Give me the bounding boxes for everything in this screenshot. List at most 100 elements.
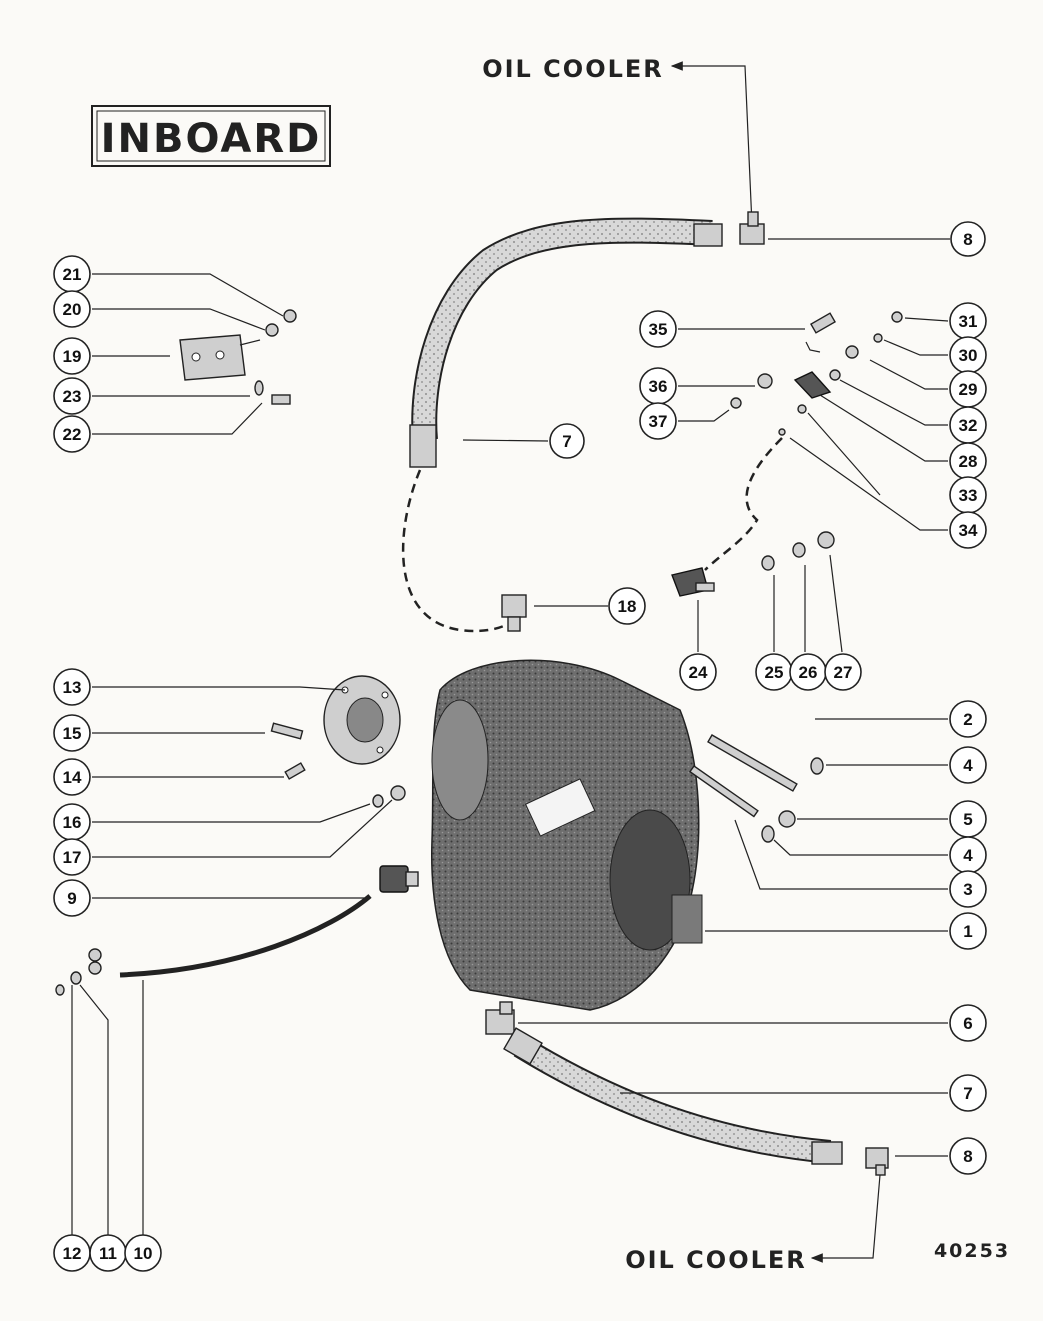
lockwasher-11 <box>70 971 82 985</box>
oil-cooler-bottom-arrow <box>810 1174 881 1263</box>
svg-text:5: 5 <box>963 810 972 829</box>
temp-sender-lead-dashed <box>401 469 514 633</box>
svg-text:19: 19 <box>63 347 82 366</box>
switch-lead-dashed <box>704 437 783 571</box>
svg-text:32: 32 <box>959 416 978 435</box>
screw-14 <box>284 762 306 780</box>
svg-text:2: 2 <box>963 710 972 729</box>
svg-text:7: 7 <box>562 432 571 451</box>
lockwasher-23 <box>254 380 264 396</box>
callout-11: 11 <box>89 1234 127 1272</box>
svg-text:15: 15 <box>63 724 82 743</box>
callout-31: 31 <box>949 302 987 340</box>
svg-text:23: 23 <box>63 387 82 406</box>
wire-terminal <box>88 948 102 962</box>
callout-5: 5 <box>949 800 987 838</box>
svg-text:30: 30 <box>959 346 978 365</box>
callout-7-bottom: 7 <box>949 1074 987 1112</box>
svg-text:4: 4 <box>963 756 973 775</box>
inboard-badge-text: INBOARD <box>101 116 322 162</box>
svg-text:26: 26 <box>799 663 818 682</box>
sender-9 <box>379 865 419 893</box>
svg-text:34: 34 <box>959 521 978 540</box>
stud-bolt-2 <box>707 734 798 792</box>
transmission-housing <box>431 659 703 1011</box>
svg-text:16: 16 <box>63 813 82 832</box>
svg-text:20: 20 <box>63 300 82 319</box>
callout-26: 26 <box>789 653 827 691</box>
adapter-plate-13 <box>323 675 401 765</box>
callout-28: 28 <box>949 442 987 480</box>
elbow-fitting-bottom <box>865 1147 889 1176</box>
svg-text:7: 7 <box>963 1084 972 1103</box>
callout-9: 9 <box>53 879 91 917</box>
linkage-assembly <box>730 311 903 436</box>
nut-5 <box>778 810 796 828</box>
screw-22 <box>271 394 291 405</box>
bolt-15 <box>270 722 304 740</box>
nut-12 <box>55 984 65 996</box>
svg-text:36: 36 <box>649 377 668 396</box>
nut-17 <box>390 785 406 801</box>
svg-text:25: 25 <box>765 663 784 682</box>
callout-7-top: 7 <box>549 423 585 459</box>
svg-text:37: 37 <box>649 412 668 431</box>
svg-text:21: 21 <box>63 265 82 284</box>
callout-23: 23 <box>53 377 91 415</box>
callout-33: 33 <box>949 476 987 514</box>
svg-text:24: 24 <box>689 663 708 682</box>
washer-16 <box>372 794 384 808</box>
svg-text:35: 35 <box>649 320 668 339</box>
svg-text:1: 1 <box>963 922 972 941</box>
callout-4-upper: 4 <box>949 746 987 784</box>
washer-26 <box>792 542 806 558</box>
temp-sender-18 <box>501 594 527 632</box>
leader-lines <box>71 238 950 1235</box>
svg-text:17: 17 <box>63 848 82 867</box>
svg-text:29: 29 <box>959 380 978 399</box>
callout-21: 21 <box>53 255 91 293</box>
washer-4-upper <box>810 757 824 775</box>
callout-12: 12 <box>53 1234 91 1272</box>
callout-4-lower: 4 <box>949 836 987 874</box>
svg-text:3: 3 <box>963 880 972 899</box>
svg-text:28: 28 <box>959 452 978 471</box>
figure-number: 40253 <box>934 1240 1010 1262</box>
svg-text:13: 13 <box>63 678 82 697</box>
svg-text:18: 18 <box>618 597 637 616</box>
svg-text:4: 4 <box>963 846 973 865</box>
oil-cooler-label-top: OIL COOLER <box>482 55 664 83</box>
svg-text:31: 31 <box>959 312 978 331</box>
svg-text:6: 6 <box>963 1014 972 1033</box>
svg-text:22: 22 <box>63 425 82 444</box>
svg-text:27: 27 <box>834 663 853 682</box>
upper-oil-hose <box>409 217 723 468</box>
elbow-fitting-6 <box>485 1001 515 1035</box>
lower-oil-hose <box>503 1027 843 1165</box>
wire-harness-10 <box>119 894 372 978</box>
callout-17: 17 <box>53 838 91 876</box>
callout-34: 34 <box>949 511 987 549</box>
wire-terminal-2 <box>88 961 102 975</box>
callout-36: 36 <box>639 367 677 405</box>
callout-8-bottom: 8 <box>949 1137 987 1175</box>
callout-24: 24 <box>679 653 717 691</box>
oil-cooler-label-bottom: OIL COOLER <box>625 1246 807 1274</box>
mounting-plate <box>179 334 261 381</box>
svg-text:9: 9 <box>67 889 76 908</box>
callout-20: 20 <box>53 290 91 328</box>
callout-37: 37 <box>639 402 677 440</box>
washer-25 <box>761 555 775 571</box>
callout-15: 15 <box>53 714 91 752</box>
washer-4-lower <box>761 825 775 843</box>
callout-16: 16 <box>53 803 91 841</box>
callout-6: 6 <box>949 1004 987 1042</box>
callout-3: 3 <box>949 870 987 908</box>
svg-text:10: 10 <box>134 1244 153 1263</box>
svg-text:8: 8 <box>963 230 972 249</box>
oil-cooler-top-arrow <box>670 61 753 226</box>
callout-14: 14 <box>53 758 91 796</box>
callout-10: 10 <box>124 1234 162 1272</box>
washer-20 <box>265 323 279 337</box>
callout-22: 22 <box>53 415 91 453</box>
